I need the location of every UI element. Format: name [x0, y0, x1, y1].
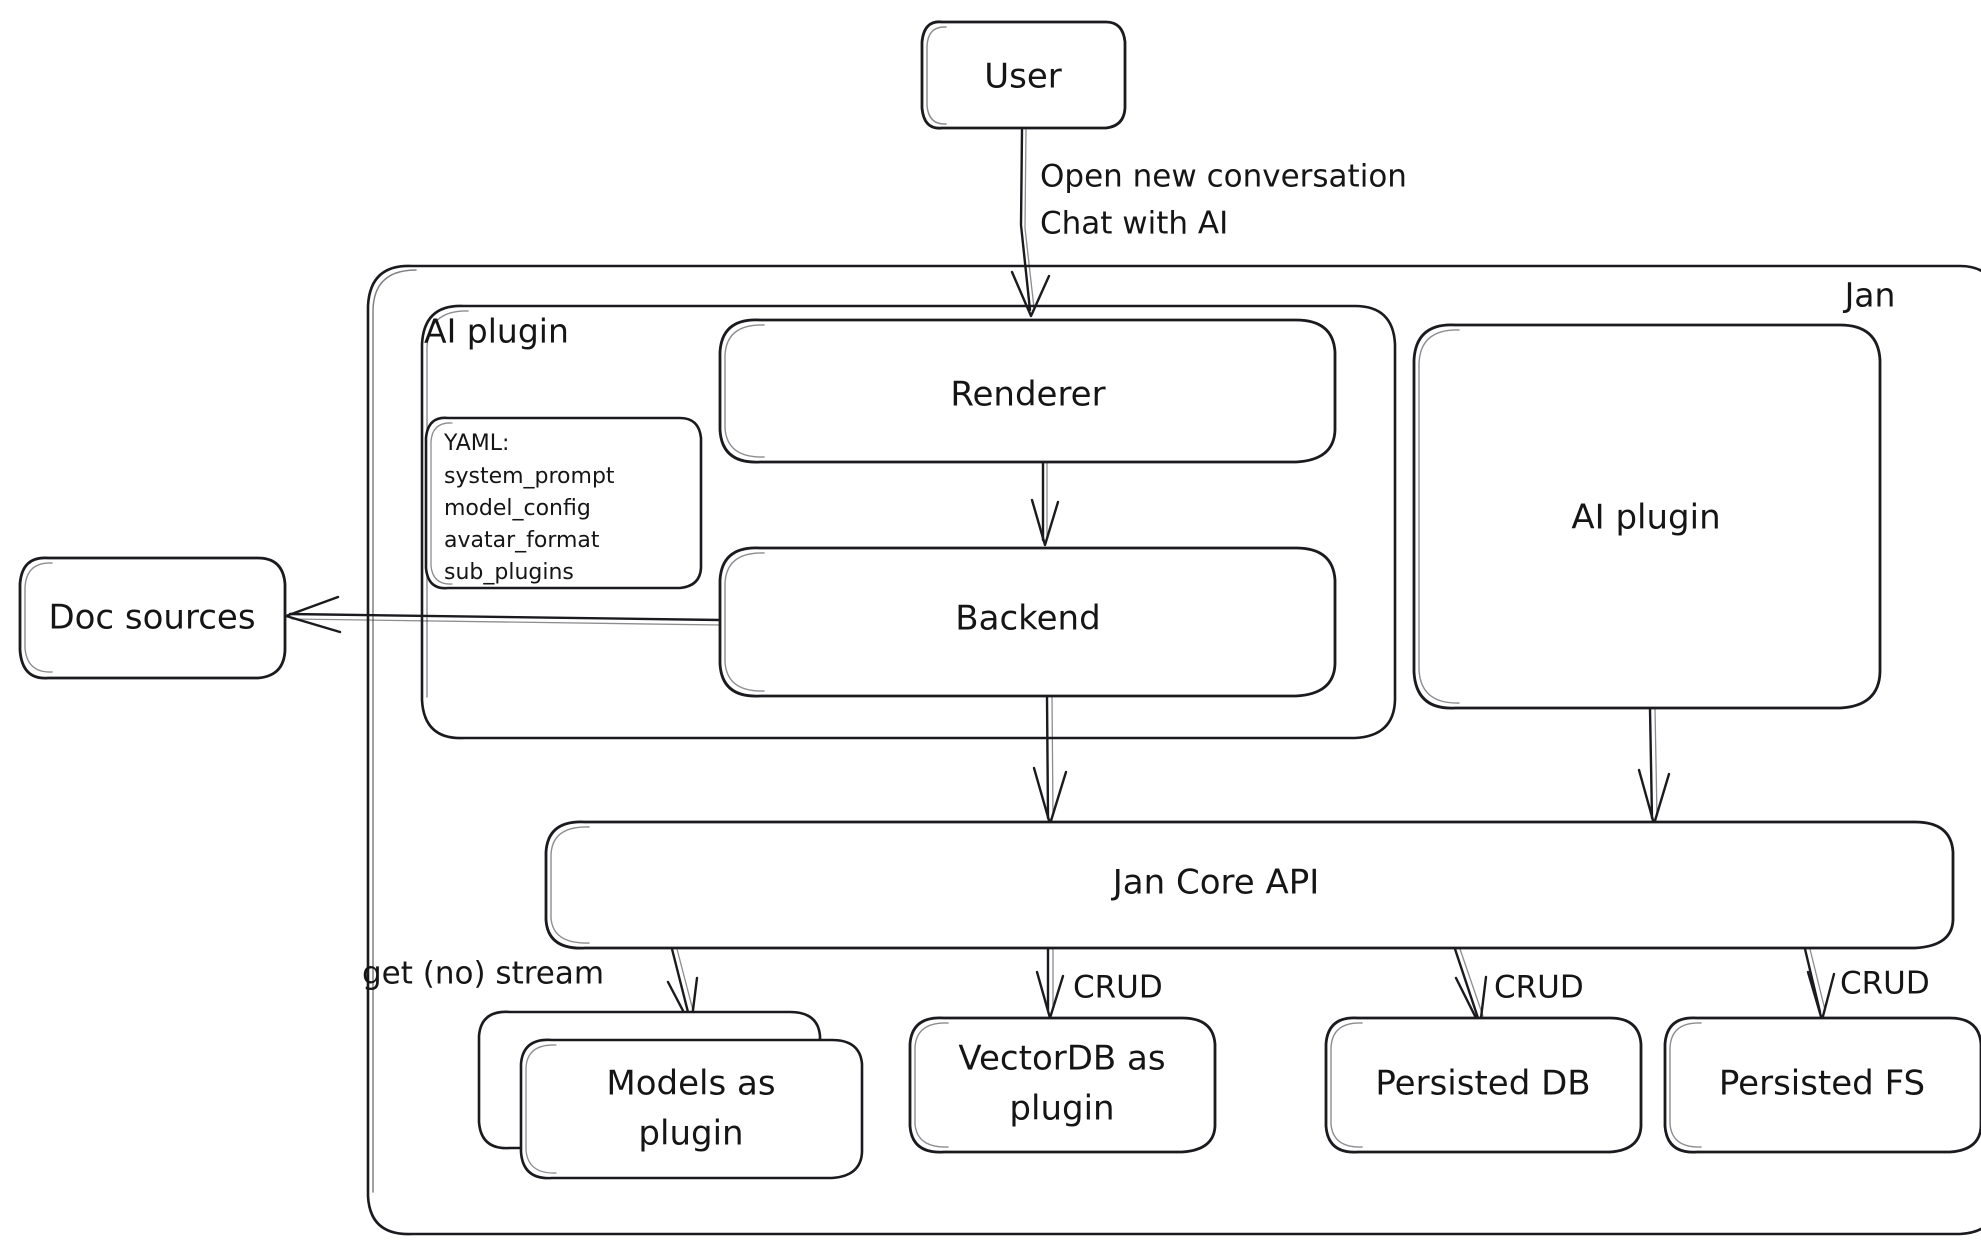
node-ai-plugin-label: AI plugin — [1571, 498, 1720, 538]
edge-core-to-models-label: get (no) stream — [362, 956, 604, 992]
yaml-line-4: sub_plugins — [444, 560, 574, 585]
node-jan-core-api[interactable] — [544, 820, 1955, 950]
edge-core-to-persisted-db-label: CRUD — [1494, 970, 1584, 1006]
edge-core-to-persisted-fs-label: CRUD — [1840, 966, 1930, 1002]
node-jan-core-api-label: Jan Core API — [1111, 863, 1320, 903]
node-vectordb-plugin-label-line2: plugin — [1009, 1089, 1114, 1129]
yaml-line-2: model_config — [444, 496, 591, 521]
node-renderer-label: Renderer — [950, 375, 1105, 415]
node-models-plugin-label-line2: plugin — [638, 1114, 743, 1154]
node-renderer[interactable] — [718, 318, 1337, 464]
node-user[interactable] — [920, 20, 1127, 130]
yaml-line-3: avatar_format — [444, 528, 600, 553]
edge-renderer-to-backend — [1030, 461, 1060, 547]
node-persisted-fs-label: Persisted FS — [1719, 1064, 1925, 1104]
yaml-line-0: YAML: — [443, 431, 509, 456]
node-doc-sources-label: Doc sources — [48, 598, 255, 638]
group-jan-label: Jan — [1843, 276, 1896, 315]
node-models-plugin[interactable] — [477, 1010, 864, 1180]
node-persisted-db[interactable] — [1324, 1016, 1643, 1154]
node-doc-sources[interactable] — [18, 556, 287, 680]
edge-user-to-renderer-label-line2: Chat with AI — [1040, 206, 1228, 242]
node-persisted-fs[interactable] — [1663, 1016, 1981, 1154]
node-vectordb-plugin-label-line1: VectorDB as — [958, 1039, 1165, 1079]
edge-user-to-renderer-label-line1: Open new conversation — [1040, 159, 1407, 195]
node-persisted-db-label: Persisted DB — [1375, 1064, 1590, 1104]
node-user-label: User — [984, 57, 1062, 97]
edge-user-to-renderer — [1010, 128, 1051, 318]
yaml-line-1: system_prompt — [444, 464, 615, 489]
node-backend[interactable] — [718, 546, 1337, 698]
node-backend-label: Backend — [955, 599, 1100, 639]
node-ai-plugin[interactable] — [1412, 323, 1882, 710]
group-ai-plugin-label: AI plugin — [424, 312, 569, 351]
yaml-card[interactable] — [424, 416, 703, 590]
node-models-plugin-label-line1: Models as — [606, 1064, 775, 1104]
node-vectordb-plugin[interactable] — [908, 1016, 1217, 1154]
edge-core-to-vectordb-label: CRUD — [1073, 970, 1163, 1006]
